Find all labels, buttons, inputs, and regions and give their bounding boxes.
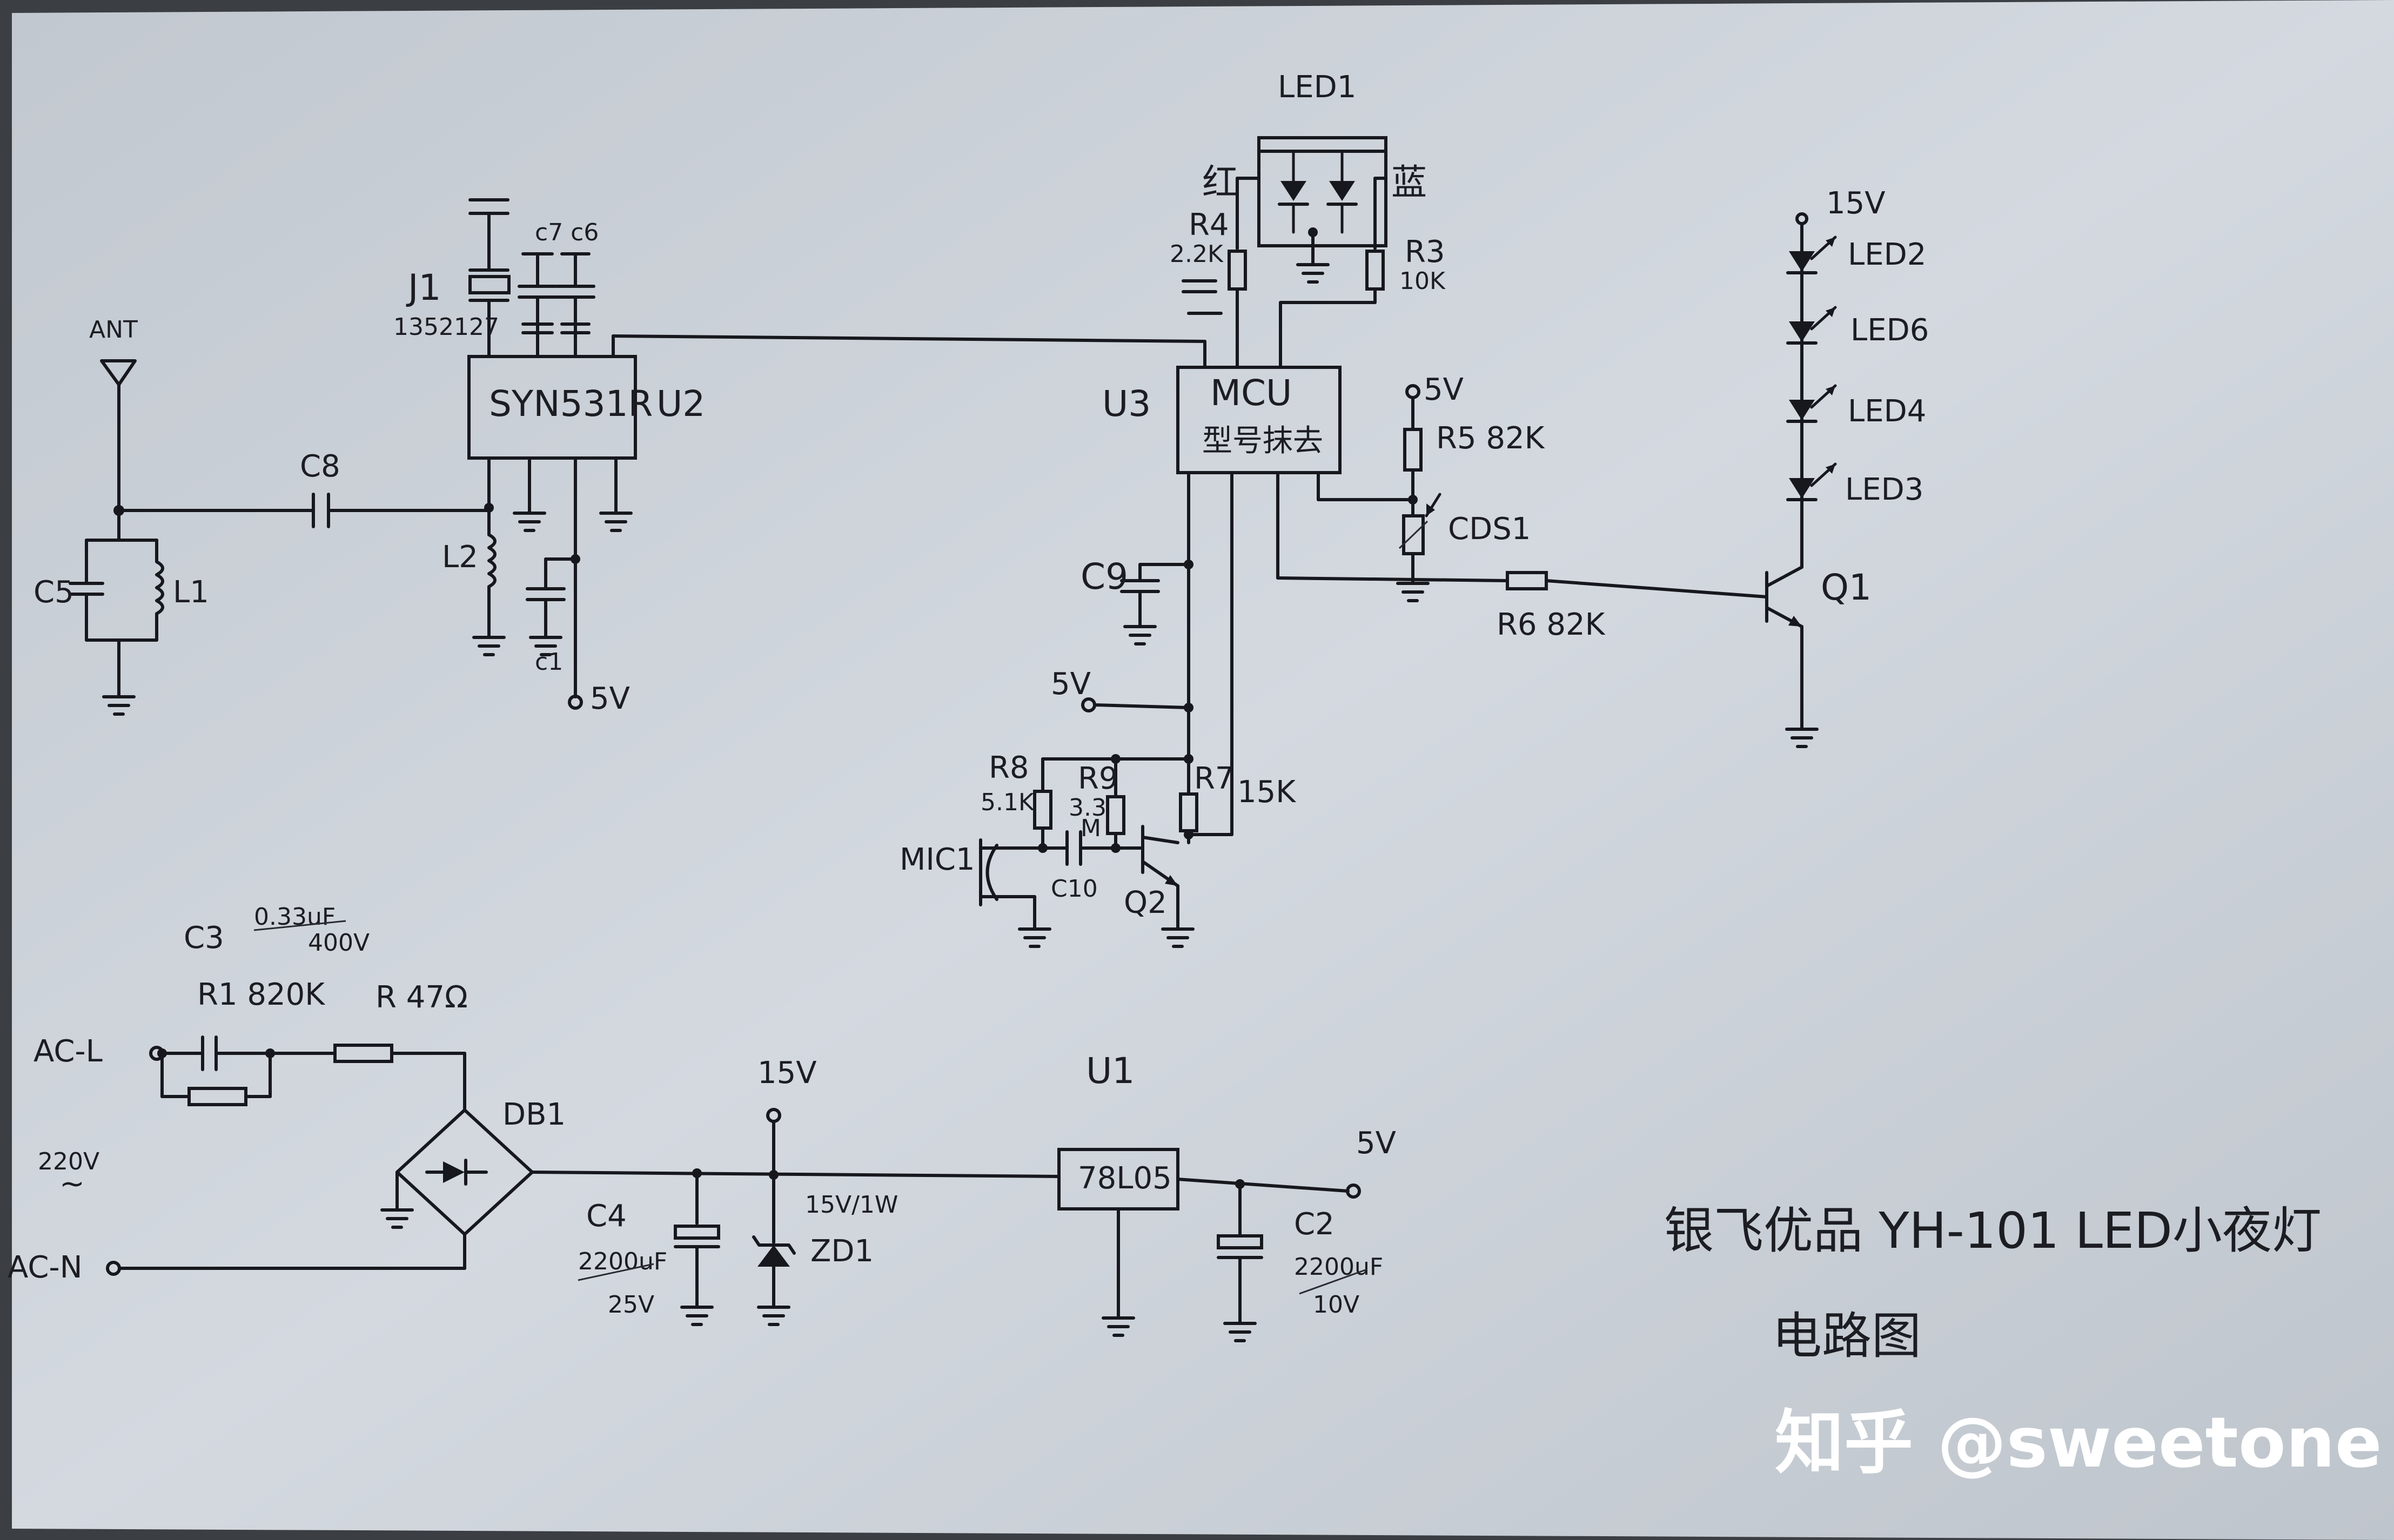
reg-label: 78L05 xyxy=(1078,1161,1172,1196)
acn-label: AC-N xyxy=(8,1250,83,1285)
r3-label: R3 xyxy=(1405,234,1445,270)
l2-label: L2 xyxy=(442,540,478,575)
led4-label: LED4 xyxy=(1848,394,1926,429)
5v-mid-label: 5V xyxy=(1051,667,1091,702)
c10-label: C10 xyxy=(1051,875,1098,903)
r9-unit-label: M xyxy=(1081,815,1101,842)
u2-chip-label: SYN531R xyxy=(489,383,653,425)
l1-label: L1 xyxy=(173,575,209,610)
c4-label: C4 xyxy=(586,1199,627,1234)
led3-label: LED3 xyxy=(1845,472,1923,507)
mcu-u3: MCU 型号抹去 U3 C9 5V R6 82K 5V R5 82K xyxy=(1051,366,1768,836)
r9-val-label: 3.3 xyxy=(1069,794,1107,822)
antenna-icon xyxy=(100,359,137,386)
u2-chip xyxy=(467,355,637,460)
red-label: 红 xyxy=(1202,162,1238,203)
r7-val-label: 15K xyxy=(1237,775,1296,810)
r8-label: R8 xyxy=(989,750,1029,785)
u3-label: U3 xyxy=(1102,383,1151,425)
ant-label: ANT xyxy=(89,316,138,344)
blue-label: 蓝 xyxy=(1391,162,1427,203)
mcu-sub-label: 型号抹去 xyxy=(1202,423,1323,459)
db1-label: DB1 xyxy=(502,1097,566,1132)
15v-top-label: 15V xyxy=(1826,186,1886,221)
watermark: 知乎 @sweetone xyxy=(1775,1403,2382,1483)
c8-label: C8 xyxy=(300,449,340,484)
c7c6-label: c7 c6 xyxy=(535,219,599,246)
r9-label: R9 xyxy=(1078,761,1118,796)
mic-amplifier: R8 5.1K R9 3.3 M R7 15K MIC1 C10 xyxy=(900,750,1296,946)
c4-volt-label: 25V xyxy=(608,1291,654,1319)
c5-label: C5 xyxy=(33,575,74,610)
power-supply: C3 0.33uF 400V R1 820K R 47Ω AC-L 220V ~… xyxy=(8,903,1396,1341)
led6-label: LED6 xyxy=(1850,313,1929,348)
r8-val-label: 5.1K xyxy=(981,789,1035,816)
c2-val-label: 2200uF xyxy=(1294,1253,1383,1281)
j1-freq-label: 1352127 xyxy=(393,313,499,341)
led1-label: LED1 xyxy=(1278,70,1356,105)
r4-label: R4 xyxy=(1189,207,1229,243)
r5-5v-label: 5V xyxy=(1424,372,1464,407)
mic1-label: MIC1 xyxy=(900,842,975,877)
ac-volt-label: 220V xyxy=(38,1148,99,1175)
c3-label: C3 xyxy=(184,920,224,956)
q1-label: Q1 xyxy=(1821,567,1872,608)
r7-label: R7 xyxy=(1194,761,1235,796)
zd1-label: ZD1 xyxy=(810,1234,874,1269)
c9-label: C9 xyxy=(1081,556,1128,597)
zd1-val-label: 15V/1W xyxy=(805,1191,898,1219)
c2-volt-label: 10V xyxy=(1313,1291,1359,1319)
mcu-label: MCU xyxy=(1210,372,1292,414)
title-line1: 银飞优品 YH-101 LED小夜灯 xyxy=(1664,1202,2322,1260)
r3-val-label: 10K xyxy=(1399,267,1446,295)
receiver-u2: J1 1352127 c7 c6 SYN531R U2 L2 xyxy=(393,198,1206,716)
u1-label: U1 xyxy=(1086,1050,1135,1092)
led2-label: LED2 xyxy=(1848,237,1926,272)
led1-rgb: LED1 红 蓝 R4 2.2K R3 10K xyxy=(1170,70,1446,369)
r1-label: R1 820K xyxy=(197,977,325,1012)
c2-label: C2 xyxy=(1294,1207,1335,1242)
mcu-chip xyxy=(1176,366,1342,474)
ac-tilde-label: ~ xyxy=(59,1166,85,1201)
15v-mid-label: 15V xyxy=(757,1055,817,1091)
r4-val-label: 2.2K xyxy=(1170,240,1224,268)
led-string-q1: 15V LED2 LED6 LED4 LED3 Q1 xyxy=(1765,186,1929,747)
antenna-section: ANT C8 C5 L1 xyxy=(33,316,491,714)
c3-volt-label: 400V xyxy=(308,929,370,957)
q2-label: Q2 xyxy=(1124,885,1167,920)
j1-label: J1 xyxy=(406,267,441,308)
title-line2: 电路图 xyxy=(1772,1307,1921,1365)
cds1-label: CDS1 xyxy=(1448,512,1531,547)
paper-background xyxy=(12,0,2394,1540)
5v-out-label: 5V xyxy=(1356,1126,1396,1161)
c1-label: c1 xyxy=(535,648,563,676)
r-label: R 47Ω xyxy=(375,980,468,1015)
u2-5v-label: 5V xyxy=(590,681,630,716)
u2-label: U2 xyxy=(656,383,705,425)
r5-label: R5 82K xyxy=(1436,421,1545,456)
r6-label: R6 82K xyxy=(1497,607,1606,642)
acl-label: AC-L xyxy=(33,1034,103,1069)
